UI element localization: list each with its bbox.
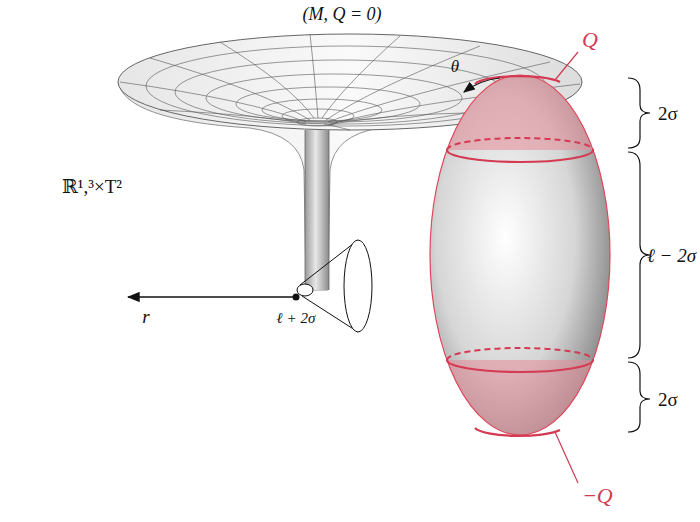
- space-label: ℝ¹,³×T²: [62, 177, 122, 196]
- dimension-label: 2σ: [658, 390, 678, 409]
- axis-label: r: [142, 307, 149, 326]
- title-label: (M, Q = 0): [302, 5, 381, 23]
- dimension-label: ℓ − 2σ: [647, 246, 696, 265]
- charge-label: Q: [582, 29, 598, 51]
- dimension-label: 2σ: [658, 104, 678, 123]
- radius-label: ℓ + 2σ: [277, 311, 316, 326]
- angle-label: θ: [451, 58, 459, 75]
- charge-label: −Q: [582, 485, 613, 507]
